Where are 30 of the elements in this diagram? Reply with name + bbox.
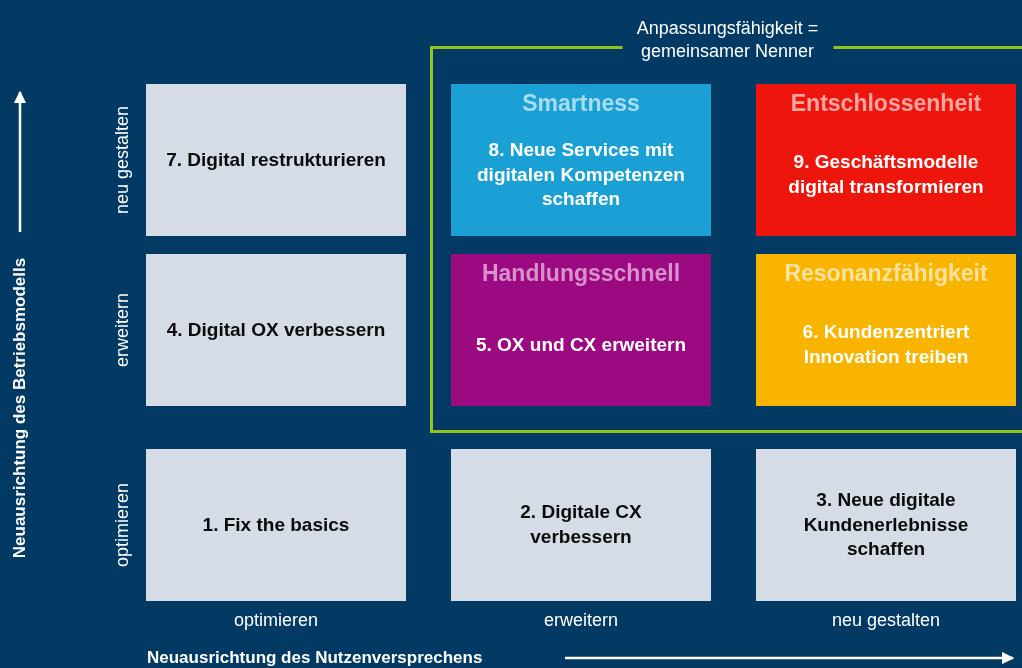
axis-tick-label: neu gestalten [831, 609, 941, 631]
matrix-cell [451, 84, 711, 236]
axis-title: Neuausrichtung des Betriebsmodells [10, 257, 30, 559]
cell-label: 1. Fix the basics [201, 512, 351, 537]
cell-label: 3. Neue digitale Kundenerlebnisse schaffen [802, 487, 970, 562]
matrix-cell [146, 254, 406, 406]
axis-tick-label: neu gestalten [111, 105, 133, 215]
cell-heading: Handlungsschnell [480, 260, 682, 287]
cell-label: 6. Kundenzentriert Innovation treiben [801, 320, 971, 369]
axis-tick-label: erweitern [111, 293, 133, 367]
matrix-cell [146, 84, 406, 236]
axis-tick-label: optimieren [234, 609, 318, 631]
cell-heading: Resonanzfähigkeit [783, 260, 989, 287]
cell-label: 2. Digitale CX verbessern [519, 500, 643, 549]
matrix-cell [756, 84, 1016, 236]
matrix-cell [451, 254, 711, 406]
axis-tick-label: erweitern [544, 609, 618, 631]
matrix-cell [146, 449, 406, 601]
axis-tick-label: optimieren [111, 483, 133, 567]
cell-heading: Entschlossenheit [789, 90, 983, 117]
cell-label: 4. Digital OX verbessern [165, 317, 387, 342]
cell-label: 9. Geschäftsmodelle digital transformieren [787, 150, 985, 199]
cell-label: 7. Digital restrukturieren [165, 147, 387, 172]
matrix-cell [756, 254, 1016, 406]
cell-heading: Smartness [521, 90, 641, 117]
cell-label: 8. Neue Services mit digitalen Kompetenzen schaffen [476, 137, 686, 212]
axis-title: Neuausrichtung des Nutzenversprechens [147, 648, 483, 668]
cell-label: 5. OX und CX erweitern [474, 332, 688, 357]
matrix-cell [451, 449, 711, 601]
matrix-cell [756, 449, 1016, 601]
